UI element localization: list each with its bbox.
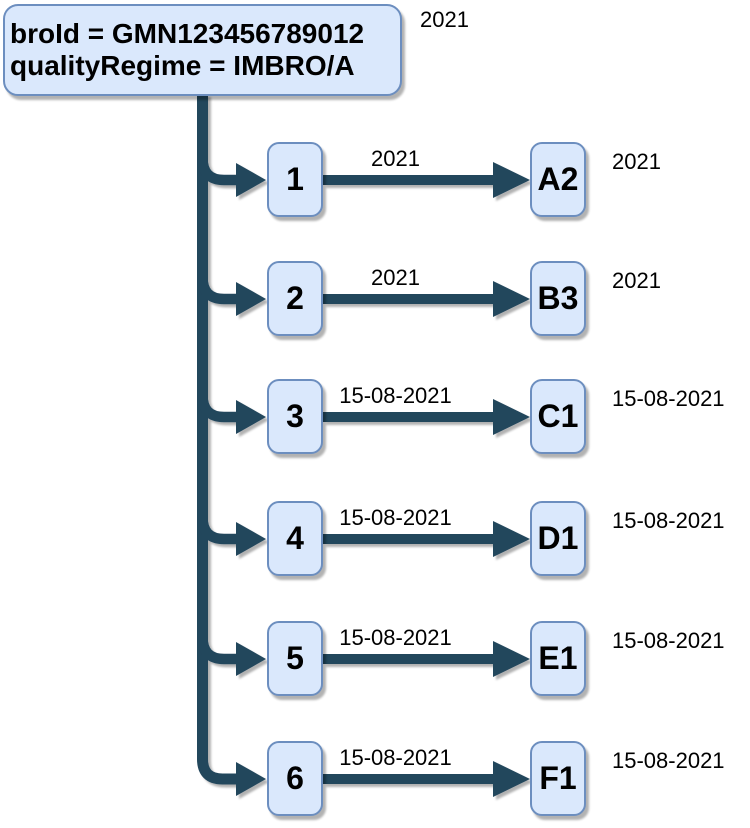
tube-node-3: 3 <box>267 379 323 454</box>
root-node-quality-regime: qualityRegime = IMBRO/A <box>10 50 355 81</box>
branch-arrowhead-3 <box>236 400 266 434</box>
edge-label-2: 2021 <box>371 265 420 290</box>
branch-connector-4 <box>197 516 237 545</box>
edge-label-4: 15-08-2021 <box>339 505 452 530</box>
diagram-row: 4 15-08-2021 D1 15-08-2021 <box>0 501 750 577</box>
diagram-row: 6 15-08-2021 F1 15-08-2021 <box>0 741 750 817</box>
side-label-1: 2021 <box>612 149 661 174</box>
branch-connector-2 <box>197 276 237 305</box>
branch-arrowhead-4 <box>236 522 266 556</box>
edge-arrowhead-6 <box>493 761 530 797</box>
branch-arrowhead-6 <box>236 762 266 796</box>
tube-node-1: 1 <box>267 142 323 217</box>
target-node-d1: D1 <box>530 501 586 576</box>
diagram-row: 2 2021 B3 2021 <box>0 261 750 337</box>
side-label-6: 15-08-2021 <box>612 748 725 773</box>
edge-arrowhead-3 <box>493 399 530 435</box>
branch-connector-5 <box>197 636 237 665</box>
side-label-5: 15-08-2021 <box>612 628 725 653</box>
target-node-c1: C1 <box>530 379 586 454</box>
root-node: broId = GMN123456789012 qualityRegime = … <box>3 4 402 96</box>
trunk-connector <box>197 94 238 785</box>
target-node-e1: E1 <box>530 621 586 696</box>
target-node-b3: B3 <box>530 261 586 336</box>
edge-label-1: 2021 <box>371 146 420 171</box>
edge-label-6: 15-08-2021 <box>339 745 452 770</box>
edge-label-3: 15-08-2021 <box>339 383 452 408</box>
branch-arrowhead-2 <box>236 282 266 316</box>
edge-label-5: 15-08-2021 <box>339 625 452 650</box>
edge-arrowhead-1 <box>493 162 530 198</box>
edge-arrowhead-2 <box>493 281 530 317</box>
diagram-row: 1 2021 A2 2021 <box>0 142 750 218</box>
tube-node-2: 2 <box>267 261 323 336</box>
side-label-4: 15-08-2021 <box>612 508 725 533</box>
tube-node-5: 5 <box>267 621 323 696</box>
target-node-a2: A2 <box>530 142 586 217</box>
edge-arrowhead-5 <box>493 641 530 677</box>
branch-arrowhead-5 <box>236 642 266 676</box>
tube-node-4: 4 <box>267 501 323 576</box>
branch-connector-3 <box>197 394 237 423</box>
diagram-row: 3 15-08-2021 C1 15-08-2021 <box>0 379 750 455</box>
side-label-3: 15-08-2021 <box>612 386 725 411</box>
edge-arrowhead-4 <box>493 521 530 557</box>
root-year-label: 2021 <box>420 7 469 32</box>
root-node-id: broId = GMN123456789012 <box>10 18 365 49</box>
diagram-row: 5 15-08-2021 E1 15-08-2021 <box>0 621 750 697</box>
target-node-f1: F1 <box>530 741 586 816</box>
branch-connector-1 <box>197 157 237 186</box>
tube-node-6: 6 <box>267 741 323 816</box>
side-label-2: 2021 <box>612 268 661 293</box>
branch-arrowhead-1 <box>236 163 266 197</box>
